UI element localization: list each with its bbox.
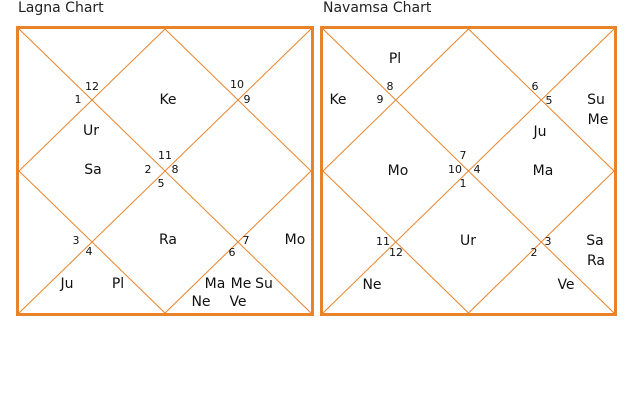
planet-label: Ne xyxy=(362,277,381,293)
planet-label: Ke xyxy=(329,92,346,108)
inner-diamond xyxy=(18,28,312,314)
house-number: 8 xyxy=(172,163,179,176)
planet-label: Mo xyxy=(285,232,306,248)
house-number: 7 xyxy=(460,149,467,162)
inner-diamond xyxy=(322,28,615,314)
house-number: 12 xyxy=(389,246,403,259)
planet-label: Su xyxy=(587,92,605,108)
planet-label: Ju xyxy=(59,276,73,292)
house-number: 9 xyxy=(377,93,384,106)
chart-border xyxy=(16,26,314,316)
planet-label: Sa xyxy=(84,162,101,178)
lagna-chart-title: Lagna Chart xyxy=(18,0,104,16)
planet-label: Ra xyxy=(587,253,605,269)
navamsa-chart: 8 9 6 5 7 10 4 1 11 12 3 2 Pl Ke Su Me J… xyxy=(320,26,617,316)
house-number: 10 xyxy=(448,163,462,176)
house-number: 11 xyxy=(376,235,390,248)
planet-label: Me xyxy=(588,112,609,128)
house-number: 4 xyxy=(474,163,481,176)
planet-label: Pl xyxy=(389,51,401,67)
planet-label: Pl xyxy=(112,276,124,292)
planet-label: Ma xyxy=(205,276,226,292)
house-number: 8 xyxy=(387,80,394,93)
house-number: 6 xyxy=(532,80,539,93)
lagna-chart-diagram: 1 12 10 9 11 2 8 5 3 4 7 6 Ke Ur Sa Ra M… xyxy=(16,26,314,316)
house-number: 5 xyxy=(158,177,165,190)
planet-label: Ju xyxy=(532,124,546,140)
house-number: 11 xyxy=(158,149,172,162)
diagonal-line xyxy=(18,28,312,314)
diagonal-line xyxy=(322,28,615,314)
house-number: 3 xyxy=(545,235,552,248)
planet-label: Ur xyxy=(460,233,476,249)
navamsa-chart-title: Navamsa Chart xyxy=(323,0,432,16)
house-number: 10 xyxy=(230,78,244,91)
planet-label: Ur xyxy=(83,123,99,139)
house-number: 6 xyxy=(229,246,236,259)
house-number: 1 xyxy=(460,177,467,190)
navamsa-chart-diagram: 8 9 6 5 7 10 4 1 11 12 3 2 Pl Ke Su Me J… xyxy=(320,26,617,316)
house-number: 2 xyxy=(531,246,538,259)
planet-label: Sa xyxy=(586,233,603,249)
chart-border xyxy=(320,26,617,316)
house-number: 3 xyxy=(73,234,80,247)
planet-label: Su xyxy=(255,276,273,292)
planet-label: Me xyxy=(231,276,252,292)
planet-label: Mo xyxy=(388,163,409,179)
house-number: 2 xyxy=(145,163,152,176)
planet-label: Ra xyxy=(159,232,177,248)
planet-label: Ke xyxy=(159,92,176,108)
house-number: 7 xyxy=(243,234,250,247)
house-number: 9 xyxy=(244,93,251,106)
planet-label: Ve xyxy=(229,294,246,310)
planet-label: Ve xyxy=(557,277,574,293)
house-number: 5 xyxy=(546,94,553,107)
house-number: 12 xyxy=(85,80,99,93)
planet-label: Ma xyxy=(533,163,554,179)
lagna-chart: 1 12 10 9 11 2 8 5 3 4 7 6 Ke Ur Sa Ra M… xyxy=(16,26,314,316)
house-number: 1 xyxy=(75,93,82,106)
house-number: 4 xyxy=(86,245,93,258)
planet-label: Ne xyxy=(191,294,210,310)
